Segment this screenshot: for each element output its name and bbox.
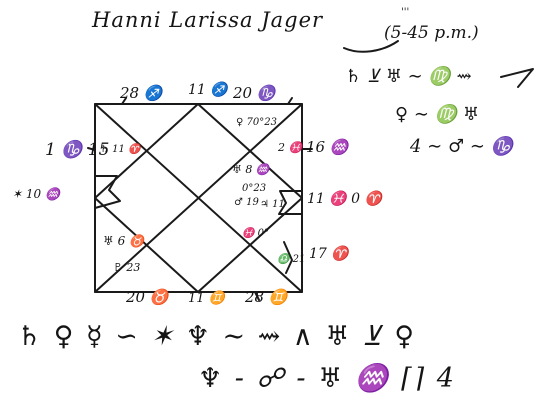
inner-mark-11: ♇ 23 xyxy=(113,261,141,274)
inner-mark-5: 0°23 xyxy=(242,183,267,194)
inner-mark-8: ♓ 0° xyxy=(242,228,269,239)
inner-mark-6: ♂ 19 xyxy=(234,197,259,208)
chart-diagonal-2 xyxy=(94,103,303,293)
top-left-cusp-label: 28 ♐ xyxy=(120,84,163,102)
inner-mark-2: 2 ♓ xyxy=(278,141,303,154)
right-pointer-mark xyxy=(278,190,303,215)
bottom-center-cusp-label: 11 ♊ xyxy=(188,291,225,306)
aspect-note-1: ♄ ⊻ ♅ ∼ ♍ ⇝ xyxy=(345,66,472,87)
bottom-right-cusp-label: 28 ♊ xyxy=(245,288,288,306)
right-cusp-label-upper: 16 ♒ xyxy=(306,138,349,156)
birth-time: (5-45 p.m.) xyxy=(384,23,479,43)
aspect-summary-line-2: ♆ - ☍ - ♅ ♒ ⌈⌉ 4 xyxy=(198,363,456,394)
right-cusp-label-middle: 11 ♓ 0 ♈ xyxy=(307,191,382,207)
left-cusp-label-lower: ✶ 10 ♒ xyxy=(12,187,60,201)
aspect-note-2: ♀ ∼ ♍ ♅ xyxy=(395,104,479,125)
inner-mark-3: ♄ 11 ♈ xyxy=(100,144,141,155)
title-underline-flourish xyxy=(343,40,399,53)
right-cusp-label-lower: 17 ♈ xyxy=(309,246,349,262)
inner-mark-4: ♅ 8 ♒ xyxy=(232,163,270,176)
lower-right-bracket xyxy=(283,241,293,274)
inner-mark-10: ♅ 6 ♉ xyxy=(103,234,144,248)
aspect-summary-line-1: ♄ ♀ ☿ ∽ ✶ ♆ ∼ ⇝ ∧ ♅ ⊻ ♀ xyxy=(17,321,417,352)
top-right-cusp-mark xyxy=(287,97,293,105)
inner-mark-7: ♃ 11 xyxy=(260,199,285,210)
client-name: Hanni Larissa Jager xyxy=(92,8,324,32)
bottom-left-cusp-label: 20 ♉ xyxy=(126,288,169,306)
left-pointer-mark xyxy=(94,175,121,209)
chart-inner-diamond xyxy=(94,103,303,293)
left-cusp-mark xyxy=(87,147,96,151)
left-cusp-label-upper: 1 ♑ 15 xyxy=(45,140,110,160)
right-arrow-flourish xyxy=(500,68,534,88)
aspect-note-3: 4 ∼ ♂ ∼ ♑ xyxy=(410,136,514,157)
time-note-top: ''' xyxy=(401,7,410,18)
inner-mark-9: ♎ 21 xyxy=(277,254,306,265)
top-left-cusp-mark xyxy=(121,97,127,105)
top-center-cusp-label: 11 ♐ xyxy=(188,82,228,98)
inner-mark-1: ♀ 70°23 xyxy=(236,117,277,128)
top-right-cusp-label: 20 ♑ xyxy=(233,84,276,102)
bottom-cusp-mark xyxy=(254,291,260,301)
